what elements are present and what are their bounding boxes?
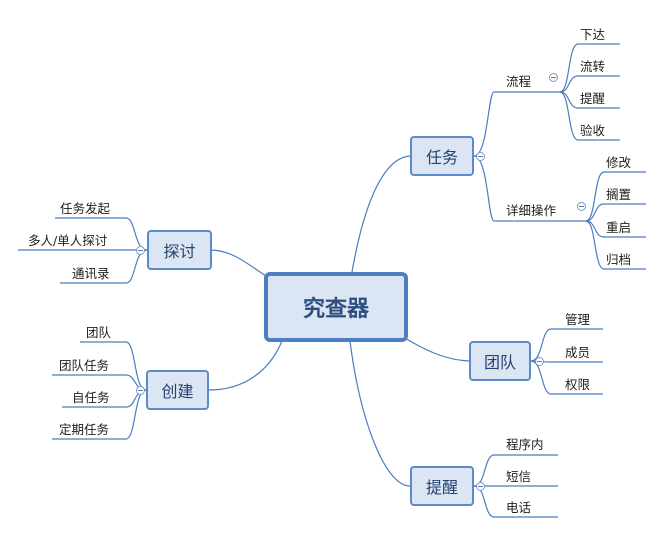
leaf-create-4[interactable]: 定期任务 xyxy=(59,422,110,437)
branch-discuss[interactable]: 探讨 xyxy=(147,230,212,270)
branch-discuss-label: 探讨 xyxy=(163,242,196,261)
collapse-team-icon[interactable] xyxy=(535,357,544,366)
leaf-team-2[interactable]: 成员 xyxy=(565,345,591,360)
leaf-team-3[interactable]: 权限 xyxy=(565,377,591,392)
collapse-task-icon[interactable] xyxy=(476,152,485,161)
branch-remind-label: 提醒 xyxy=(425,478,458,497)
leaf-detail-3[interactable]: 重启 xyxy=(606,220,632,235)
branch-task-label: 任务 xyxy=(425,148,458,167)
leaf-remind-3[interactable]: 电话 xyxy=(506,500,532,515)
branch-create[interactable]: 创建 xyxy=(146,370,209,410)
leaf-remind-1[interactable]: 程序内 xyxy=(506,437,544,452)
branch-create-label: 创建 xyxy=(161,382,194,401)
leaf-flow-4[interactable]: 验收 xyxy=(580,123,606,138)
branch-team[interactable]: 团队 xyxy=(469,341,531,381)
leaf-discuss-3[interactable]: 通讯录 xyxy=(72,266,110,281)
subtopic-detail[interactable]: 详细操作 xyxy=(506,200,556,219)
leaf-detail-2[interactable]: 搁置 xyxy=(606,187,632,202)
central-topic[interactable]: 究查器 xyxy=(264,272,408,342)
subtopic-detail-label: 详细操作 xyxy=(506,203,557,218)
collapse-create-icon[interactable] xyxy=(136,386,145,395)
collapse-discuss-icon[interactable] xyxy=(136,246,145,255)
leaf-flow-3[interactable]: 提醒 xyxy=(580,91,606,106)
leaf-detail-1[interactable]: 修改 xyxy=(606,155,632,170)
leaf-discuss-2[interactable]: 多人/单人探讨 xyxy=(28,233,108,248)
leaf-team-1[interactable]: 管理 xyxy=(565,312,591,327)
leaf-remind-2[interactable]: 短信 xyxy=(506,469,532,484)
branch-team-label: 团队 xyxy=(483,353,516,372)
branch-task[interactable]: 任务 xyxy=(410,136,474,176)
leaf-create-2[interactable]: 团队任务 xyxy=(59,358,110,373)
subtopic-flow-label: 流程 xyxy=(506,74,532,89)
branch-remind[interactable]: 提醒 xyxy=(410,466,474,506)
collapse-flow-icon[interactable] xyxy=(549,73,558,82)
leaf-create-1[interactable]: 团队 xyxy=(86,325,112,340)
collapse-detail-icon[interactable] xyxy=(577,202,586,211)
leaf-flow-2[interactable]: 流转 xyxy=(580,59,606,74)
leaf-discuss-1[interactable]: 任务发起 xyxy=(60,201,111,216)
leaf-create-3[interactable]: 自任务 xyxy=(72,390,110,405)
subtopic-flow[interactable]: 流程 xyxy=(506,71,531,90)
leaf-detail-4[interactable]: 归档 xyxy=(606,252,632,267)
collapse-remind-icon[interactable] xyxy=(476,482,485,491)
leaf-flow-1[interactable]: 下达 xyxy=(580,27,606,42)
central-topic-label: 究查器 xyxy=(302,297,369,322)
